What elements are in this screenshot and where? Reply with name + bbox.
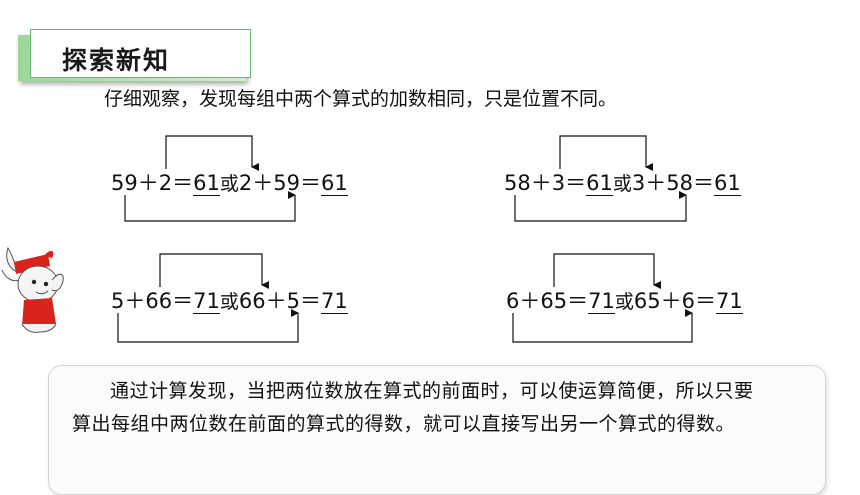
answer-1: 61 (586, 171, 613, 196)
top-swap-arrow (165, 135, 259, 171)
equation-3: 5＋66＝71或66＋5＝71 (111, 289, 348, 314)
answer-1: 61 (193, 171, 220, 196)
bottom-swap-arrow (124, 191, 296, 222)
rabbit-mascot-icon (1, 246, 64, 333)
answer-2: 61 (713, 171, 741, 196)
equation-1: 59＋2＝61或2＋59＝61 (111, 171, 348, 196)
equation-4: 6＋65＝71或65＋6＝71 (506, 289, 743, 314)
answer-2: 61 (320, 171, 348, 196)
page-title: 探索新知 (62, 46, 171, 75)
bottom-swap-arrow (512, 309, 693, 343)
swap-arrows (117, 135, 693, 343)
top-swap-arrow (553, 253, 661, 289)
bottom-swap-arrow (117, 309, 299, 343)
intro-text: 仔细观察，发现每组中两个算式的加数相同，只是位置不同。 (104, 88, 618, 110)
answer-2: 71 (715, 289, 743, 314)
answer-1: 71 (193, 289, 220, 314)
summary-text: 通过计算发现，当把两位数放在算式的前面时，可以使运算简便，所以只要算出每组中两位… (72, 380, 754, 435)
answer-1: 71 (588, 289, 615, 314)
bottom-swap-arrow (514, 191, 687, 222)
top-swap-arrow (159, 253, 269, 289)
equation-2: 58＋3＝61或3＋58＝61 (504, 171, 741, 196)
title-frame (30, 29, 251, 78)
answer-2: 71 (320, 289, 348, 314)
top-swap-arrow (559, 135, 653, 171)
summary-box (48, 365, 826, 495)
